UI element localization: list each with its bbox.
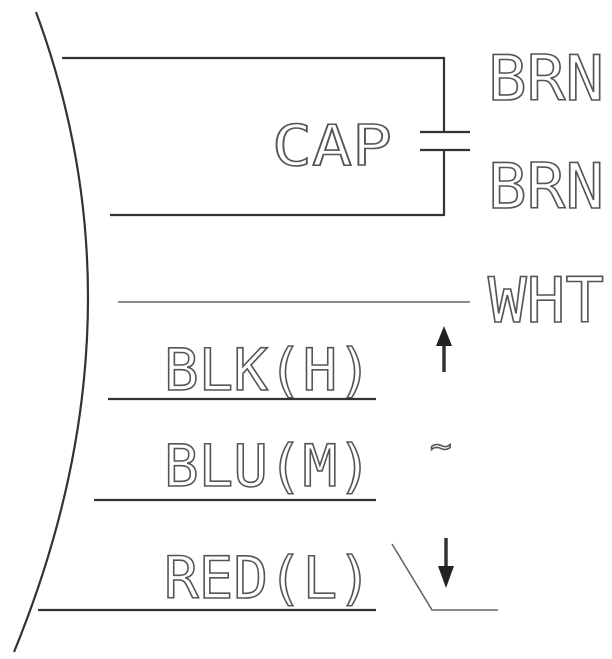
capacitor-symbol bbox=[420, 130, 470, 152]
red-label: RED(L) bbox=[164, 544, 372, 612]
brn-label-bottom: BRN bbox=[488, 150, 604, 223]
brn-label-top: BRN bbox=[488, 42, 604, 115]
capacitor-wire-bottom bbox=[110, 150, 446, 217]
switch-contact bbox=[391, 543, 498, 611]
tilde-symbol: ~ bbox=[430, 426, 452, 467]
blk-label: BLK(H) bbox=[164, 336, 372, 404]
wht-label: WHT bbox=[488, 264, 604, 337]
capacitor-wire-top bbox=[62, 56, 446, 132]
arrow-down-icon bbox=[438, 538, 454, 588]
arrow-up-icon bbox=[436, 326, 452, 372]
cap-label: CAP bbox=[272, 114, 392, 179]
motor-body-edge bbox=[12, 11, 90, 653]
blu-label: BLU(M) bbox=[164, 432, 372, 500]
